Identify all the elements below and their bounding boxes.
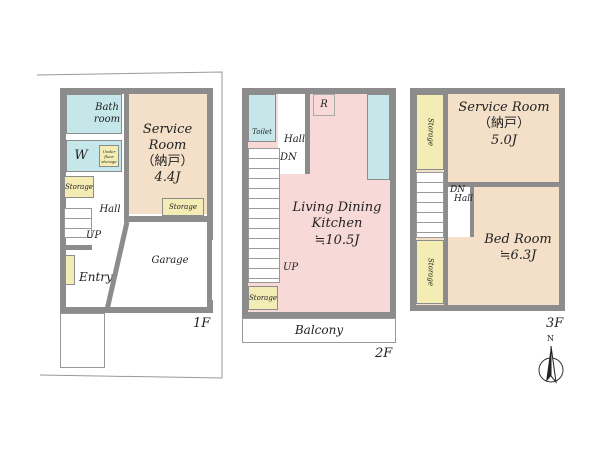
wall xyxy=(62,245,92,250)
under-floor-storage: Under floor storage xyxy=(99,145,119,167)
stairs-1f xyxy=(64,208,92,238)
compass-label: N xyxy=(547,334,554,343)
wall xyxy=(128,216,212,222)
garage-opening xyxy=(212,240,218,300)
wall xyxy=(124,94,129,222)
wall xyxy=(444,94,448,306)
storage-3f-bottom: Storage xyxy=(416,240,444,304)
up-label-2f: UP xyxy=(283,262,299,273)
hall-1f: Hall xyxy=(99,203,121,215)
hall-2f-label: Hall xyxy=(284,134,306,145)
porch xyxy=(60,313,105,368)
floor-label-3f: 3F xyxy=(546,316,564,331)
storage-3f-top: Storage xyxy=(416,94,444,170)
toilet: Toilet xyxy=(248,94,276,142)
shoe-storage xyxy=(65,255,75,285)
storage-1f-left: Storage xyxy=(64,176,94,198)
stairs-2f xyxy=(248,148,280,283)
hall-3f-label: Hall xyxy=(454,194,473,204)
balcony: Balcony xyxy=(242,318,396,343)
stairs-3f xyxy=(416,172,444,238)
dn-label-2f: DN xyxy=(280,152,297,163)
dn-label-3f: DN xyxy=(450,185,466,195)
entry: Entry xyxy=(79,270,113,284)
storage-1f-right: Storage xyxy=(162,198,204,216)
service-room-1f: Service Room（納戸）4.4J xyxy=(128,94,207,214)
service-room-3f: Service Room（納戸）5.0J xyxy=(458,100,550,148)
garage: Garage xyxy=(151,255,189,266)
refrigerator: R xyxy=(313,94,335,116)
floor-label-2f: 2F xyxy=(375,346,393,361)
kitchen-counter xyxy=(367,94,390,180)
storage-2f: Storage xyxy=(248,286,278,310)
hall-3f: DN Hall xyxy=(448,185,474,237)
up-label-1f: UP xyxy=(86,230,102,241)
bath-room: Bath room xyxy=(66,94,122,134)
bed-room: Bed Room≒6.3J xyxy=(484,232,552,264)
floor-label-1f: 1F xyxy=(193,316,211,331)
hall-2f: Hall DN xyxy=(278,94,310,174)
wall xyxy=(448,182,560,187)
north-compass-icon: N xyxy=(538,334,564,386)
